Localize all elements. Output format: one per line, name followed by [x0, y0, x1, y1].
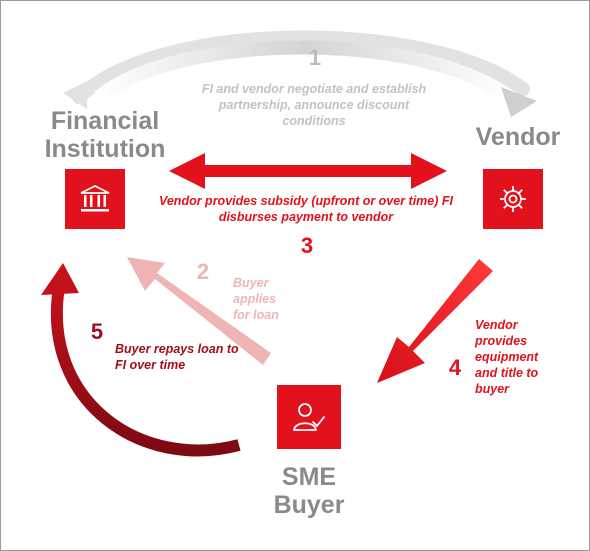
- step1-arrow: [63, 30, 537, 117]
- step1-text: FI and vendor negotiate and establish pa…: [201, 82, 427, 128]
- step5-number: 5: [90, 319, 104, 344]
- step4-text: Vendor provides equipment and title to b…: [475, 318, 539, 396]
- step3-arrow-head-left: [169, 153, 205, 189]
- step5-arrow-head: [41, 263, 79, 295]
- buyer-label: SME Buyer: [273, 463, 345, 519]
- step3-arrow: [169, 153, 447, 189]
- step3-arrow-shaft: [201, 165, 411, 177]
- step1-number: 1: [308, 45, 322, 70]
- fi-node: [65, 169, 125, 229]
- step2-number: 2: [196, 259, 210, 284]
- step1-arc-back: [72, 30, 530, 104]
- step3-number: 3: [300, 233, 314, 258]
- step4-number: 4: [448, 355, 462, 380]
- step2-arrow: [127, 257, 271, 365]
- step4-arrow: [377, 259, 493, 383]
- buyer-node: [277, 385, 341, 449]
- step5-text: Buyer repays loan to FI over time: [115, 342, 239, 372]
- gear-icon: [500, 186, 526, 212]
- step2-text: Buyer applies for loan: [233, 276, 279, 322]
- step1-arc-front-head: [501, 87, 537, 117]
- step1-arc-front: [94, 40, 514, 103]
- fi-label: Financial Institution: [44, 107, 166, 163]
- vendor-label: Vendor: [475, 123, 561, 151]
- step2-arrow-shape: [127, 257, 271, 365]
- bank-icon: [80, 184, 110, 212]
- vendor-node: [483, 169, 543, 229]
- step1-arc-back-head: [63, 81, 87, 109]
- step5-arrow: [41, 263, 241, 457]
- user-check-icon: [293, 403, 325, 431]
- step4-arrow-shape: [377, 259, 493, 383]
- step5-arc: [51, 286, 241, 457]
- step3-text: Vendor provides subsidy (upfront or over…: [158, 194, 453, 224]
- step3-arrow-head-right: [411, 153, 447, 189]
